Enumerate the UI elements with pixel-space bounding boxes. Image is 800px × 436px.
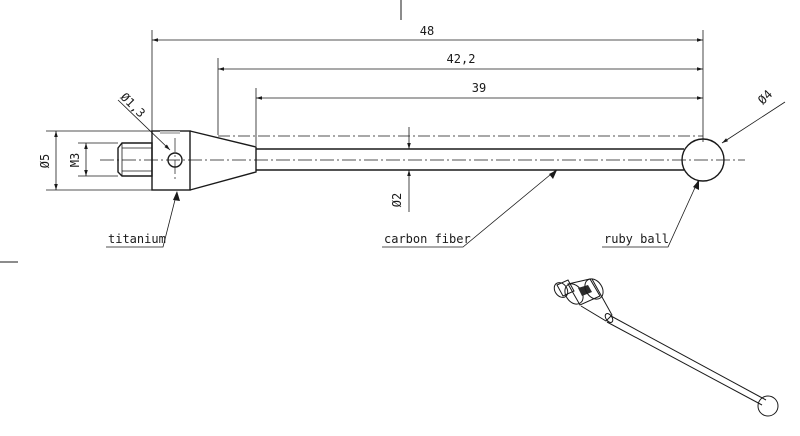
callout-carbon-fiber-label: carbon fiber [384, 232, 471, 246]
dimension-39-label: 39 [472, 81, 486, 95]
dimension-hole-diameter: Ø1,3 [118, 90, 171, 151]
cross-hole [167, 152, 183, 168]
dimension-48-label: 48 [420, 24, 434, 38]
dimension-48: 48 [151, 24, 704, 148]
thread-section [117, 142, 153, 177]
dimension-hole-diameter-label: Ø1,3 [118, 90, 148, 120]
dimension-ball-diameter-label: Ø4 [755, 87, 775, 107]
callout-carbon-fiber: carbon fiber [382, 169, 557, 248]
titanium-body [151, 130, 257, 191]
callout-ruby-ball-label: ruby ball [604, 232, 669, 246]
dimension-body-diameter-label: Ø5 [38, 154, 52, 168]
isometric-stylus-sketch [553, 278, 779, 417]
carbon-stem [218, 135, 703, 171]
dimension-42-2: 42,2 [217, 52, 703, 135]
stylus-drawing [117, 130, 725, 191]
dimension-thread: M3 [68, 142, 118, 177]
callout-titanium-label: titanium [108, 232, 166, 246]
dimension-ball-diameter: Ø4 [721, 87, 786, 144]
dimension-stem-diameter: Ø2 [390, 127, 411, 212]
dimension-stem-diameter-label: Ø2 [390, 193, 404, 207]
dimension-body-diameter: Ø5 [38, 130, 175, 191]
dimension-39: 39 [255, 81, 703, 146]
ruby-ball [681, 138, 725, 182]
callout-ruby-ball: ruby ball [602, 180, 699, 248]
iso-ruby-ball [757, 395, 779, 417]
callout-titanium: titanium [106, 191, 180, 248]
dimension-thread-label: M3 [68, 153, 82, 167]
dimension-42-2-label: 42,2 [447, 52, 476, 66]
